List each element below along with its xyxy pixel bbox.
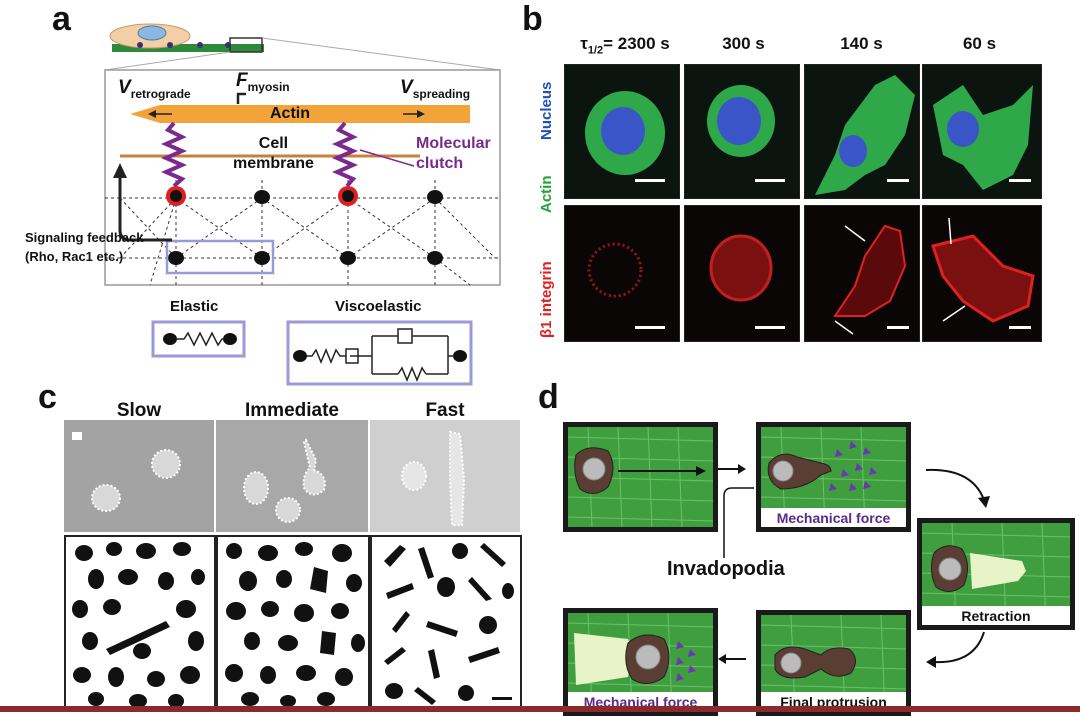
actin-bar	[130, 105, 470, 123]
signaling-line2: (Rho, Rac1 etc.)	[25, 249, 124, 264]
micrograph-actin-140s	[804, 64, 920, 199]
silhouette-image-slow	[64, 535, 216, 709]
invasion-box-4: Final protrusion	[756, 610, 911, 716]
col-header-slow: Slow	[116, 400, 162, 421]
micrograph-actin-300s	[684, 64, 800, 199]
arrow-3-to-4	[924, 628, 994, 677]
phase-image-slow	[64, 420, 214, 532]
silhouette-image-fast	[370, 535, 522, 709]
col-header-fast: Fast	[425, 400, 465, 421]
f-myosin-label: Fmyosin	[236, 70, 290, 94]
cell-membrane-line1: Cell	[258, 135, 289, 152]
viscoelastic-label: Viscoelastic	[335, 298, 422, 315]
viscoelastic-highlight-box	[165, 239, 275, 275]
clutch-spring-right	[332, 121, 358, 188]
micrograph-actin-60s	[922, 64, 1042, 199]
retraction-caption: Retraction	[922, 606, 1070, 625]
arrow-2-to-3	[922, 462, 992, 517]
molecular-clutch-line1: Molecular	[416, 135, 491, 152]
tau-value: = 2300 s	[603, 34, 670, 53]
feedback-arrow	[118, 175, 172, 242]
phase-image-fast	[370, 420, 520, 532]
panel-b-letter: b	[522, 0, 543, 38]
tau-symbol: τ	[580, 34, 588, 53]
elastic-label: Elastic	[170, 298, 219, 315]
panel-a-letter: a	[52, 0, 71, 38]
arrow-1-to-2	[718, 462, 748, 480]
col-header-300s: 300 s	[722, 34, 765, 53]
f-myosin-symbol: F	[236, 70, 248, 91]
col-header-immediate: Immediate	[245, 400, 339, 421]
micrograph-integrin-300s	[684, 205, 800, 342]
nucleus-row-label: Nucleus	[538, 81, 555, 140]
invasion-box-2: Mechanical force	[756, 422, 911, 532]
signaling-line1: Signaling feedback	[25, 230, 144, 245]
invadopodia-label: Invadopodia	[667, 558, 785, 580]
mechanical-force-caption-1: Mechanical force	[761, 508, 906, 527]
micrograph-integrin-2300s	[564, 205, 680, 342]
panel-a-diagram	[104, 23, 501, 386]
micrograph-integrin-60s	[922, 205, 1042, 342]
invasion-box-1	[563, 422, 718, 532]
micrograph-actin-2300s	[564, 64, 680, 199]
v-retrograde-symbol: V	[118, 77, 131, 98]
zoom-box	[104, 69, 501, 286]
molecular-clutch-line2: clutch	[416, 155, 464, 172]
actin-row-label: Actin	[538, 175, 555, 214]
phase-image-immediate	[216, 420, 368, 532]
substrate-bar	[112, 44, 264, 52]
bottom-rule	[0, 706, 1080, 712]
f-myosin-sub: myosin	[247, 79, 290, 94]
v-retrograde-label: Vretrograde	[118, 77, 191, 101]
v-retrograde-sub: retrograde	[130, 86, 191, 101]
zoom-region	[229, 37, 263, 53]
tau-subscript: 1/2	[587, 44, 604, 57]
panel-d-letter: d	[538, 378, 559, 416]
molecular-clutch-label: Molecular clutch	[416, 134, 491, 174]
invasion-box-5: Mechanical force	[563, 608, 718, 716]
micrograph-integrin-140s	[804, 205, 920, 342]
integrin-row-label: β1 integrin	[538, 261, 555, 338]
clutch-spring-left	[161, 121, 187, 188]
invadopodia-pointer	[720, 482, 760, 567]
tau-header: τ1/2= 2300 s	[566, 34, 684, 56]
signaling-feedback-label: Signaling feedback (Rho, Rac1 etc.)	[25, 228, 143, 266]
col-header-60s: 60 s	[962, 34, 997, 53]
col-header-140s: 140 s	[840, 34, 883, 53]
arrow-4-to-5	[718, 652, 748, 670]
v-spreading-symbol: V	[400, 77, 413, 98]
cell-nucleus	[137, 25, 167, 41]
actin-label: Actin	[270, 105, 310, 122]
invasion-box-3: Retraction	[917, 518, 1075, 630]
silhouette-image-immediate	[216, 535, 370, 709]
cell-membrane-label: Cell membrane	[233, 134, 314, 174]
v-spreading-sub: spreading	[412, 86, 471, 101]
v-spreading-label: Vspreading	[400, 77, 470, 101]
cell-membrane-line2: membrane	[233, 155, 314, 172]
panel-c-letter: c	[38, 378, 57, 416]
